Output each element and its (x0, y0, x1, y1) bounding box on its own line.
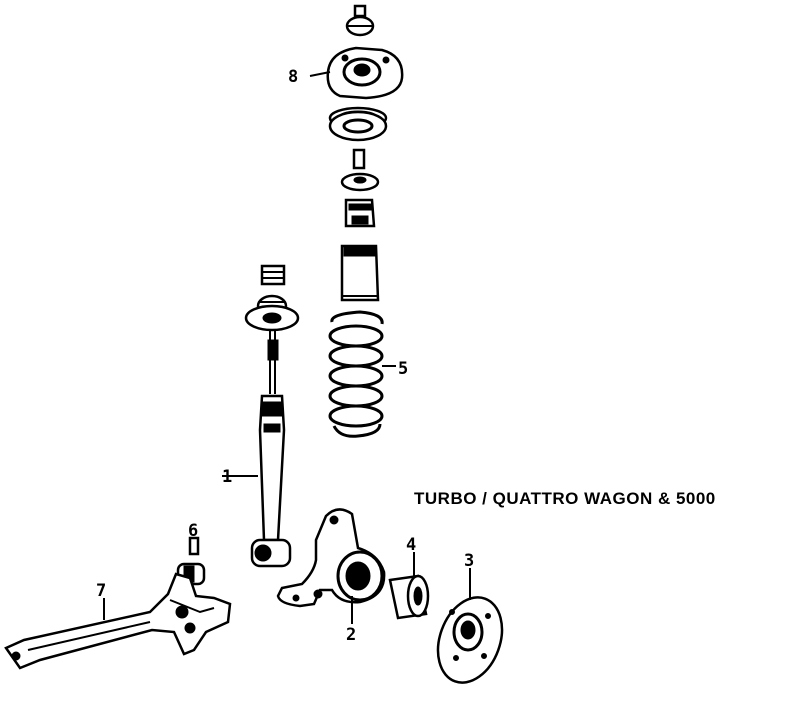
diagram-caption: TURBO / QUATTRO WAGON & 5000 (414, 489, 716, 508)
callout-1: 1 (222, 467, 232, 487)
callout-5: 5 (398, 359, 408, 379)
upper-mount-plate (309, 46, 404, 100)
washer (340, 172, 380, 192)
callout-6: 6 (188, 521, 198, 541)
upper-spring-seat (328, 110, 388, 142)
wheel-bearing-housing (276, 508, 386, 624)
wheel-bearing (388, 552, 430, 620)
shock-top-nut (260, 264, 286, 286)
dust-boot (340, 244, 380, 302)
top-nut (345, 4, 375, 37)
callout-4: 4 (406, 535, 416, 555)
coil-spring (328, 310, 396, 438)
callout-7: 7 (96, 581, 106, 601)
spacer-sleeve (352, 148, 366, 170)
brake-drum-hub (436, 568, 504, 684)
shock-lower-eye (250, 538, 292, 568)
trailing-arm (4, 572, 232, 670)
shock-mount-washer (244, 304, 300, 332)
callout-8: 8 (288, 67, 298, 87)
callout-3: 3 (464, 551, 474, 571)
shock-absorber (222, 264, 300, 568)
callout-2: 2 (346, 625, 356, 645)
strut-mount-assembly (309, 4, 404, 302)
bump-stop (344, 198, 376, 228)
